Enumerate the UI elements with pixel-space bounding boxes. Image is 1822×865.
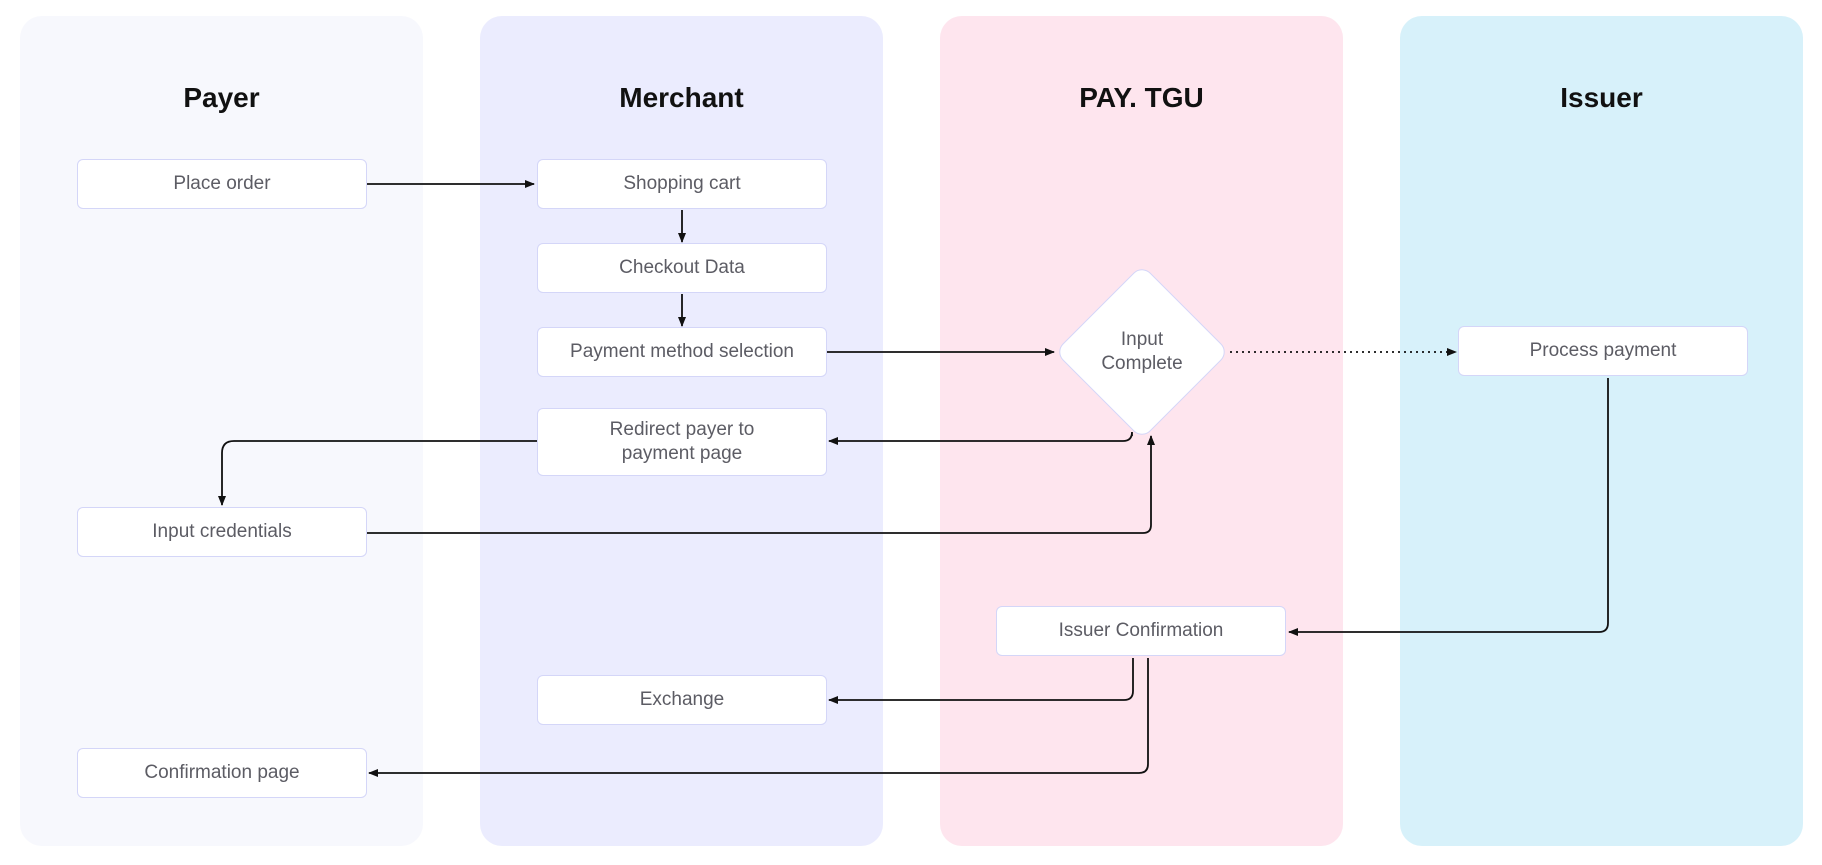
edge-issuer-confirmation-to-exchange — [828, 658, 1134, 704]
node-confirmation-page: Confirmation page — [77, 748, 367, 798]
edge-issuer-confirmation-to-confirmation-page — [368, 658, 1149, 777]
node-issuer-confirmation: Issuer Confirmation — [996, 606, 1286, 656]
lane-title-merchant: Merchant — [619, 82, 744, 113]
lane-issuer: Issuer — [1400, 16, 1803, 846]
edge-input-credentials-to-input-complete — [367, 435, 1155, 534]
edge-process-payment-to-issuer-confirmation — [1288, 378, 1609, 636]
edge-redirect-payer-to-input-credentials — [218, 440, 537, 506]
edge-input-complete-to-redirect-payer — [828, 431, 1133, 445]
lane-title-issuer: Issuer — [1560, 82, 1643, 113]
lane-payer: Payer — [20, 16, 423, 846]
lane-title-paytgu: PAY. TGU — [1079, 82, 1204, 113]
node-shopping-cart: Shopping cart — [537, 159, 827, 209]
node-process-payment: Process payment — [1458, 326, 1748, 376]
node-redirect-payer: Redirect payer to payment page — [537, 408, 827, 476]
node-place-order: Place order — [77, 159, 367, 209]
decision-input-complete: Input Complete — [1101, 329, 1183, 374]
node-input-credentials: Input credentials — [77, 507, 367, 557]
node-payment-method-selection: Payment method selection — [537, 327, 827, 377]
node-checkout-data: Checkout Data — [537, 243, 827, 293]
lane-title-payer: Payer — [183, 82, 260, 113]
node-exchange: Exchange — [537, 675, 827, 725]
